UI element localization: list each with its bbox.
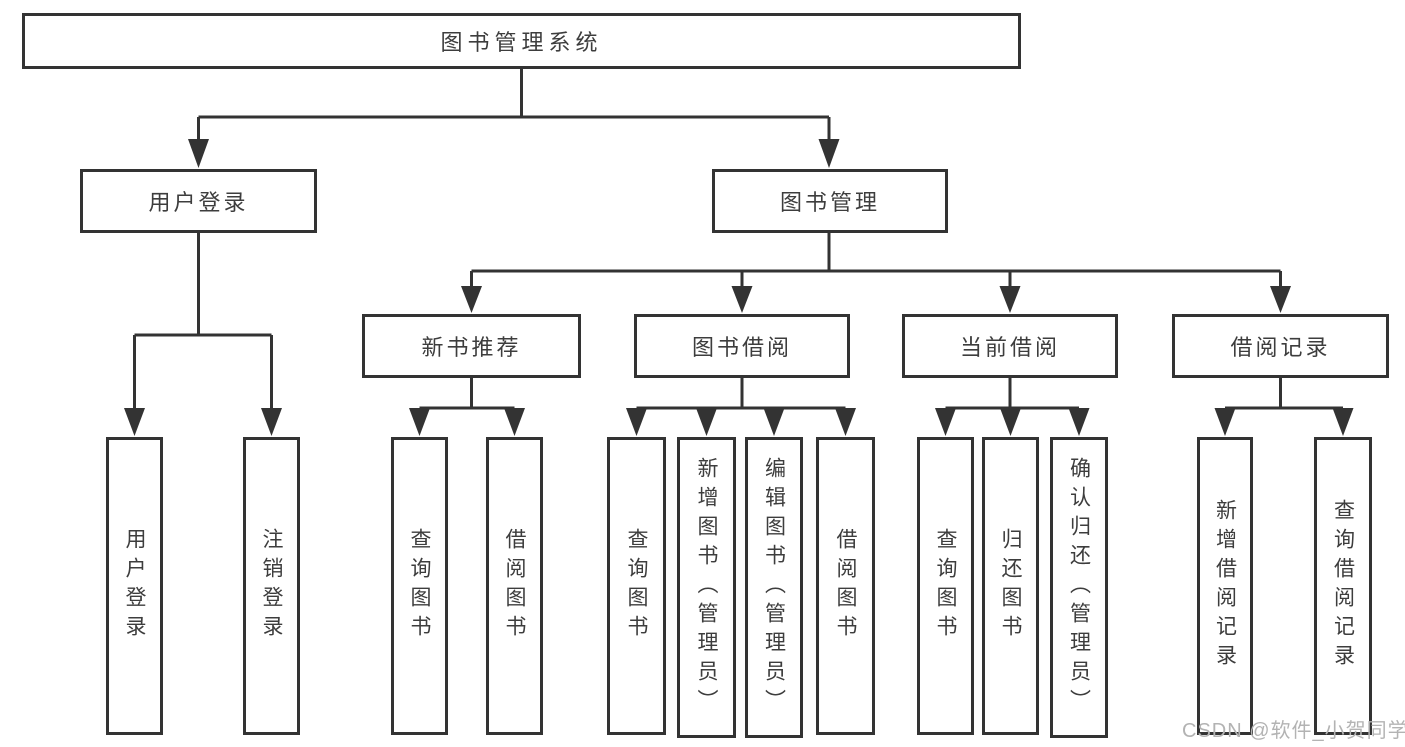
node-root: 图书管理系统 xyxy=(22,13,1021,69)
arrow-icon xyxy=(461,286,482,313)
leaf-label: 新增借阅记录 xyxy=(1213,499,1237,673)
node-book-borrowing: 图书借阅 xyxy=(634,314,850,378)
leaf-label: 用户登录 xyxy=(123,528,147,644)
arrow-icon xyxy=(626,408,647,436)
leaf-label: 查询图书 xyxy=(408,528,432,644)
leaf-label: 确认归还（管理员） xyxy=(1067,457,1091,718)
node-new-book-rec: 新书推荐 xyxy=(362,314,581,378)
node-leaf-logout: 注销登录 xyxy=(243,437,300,735)
arrow-icon xyxy=(696,408,717,436)
arrowheads xyxy=(124,139,1354,436)
leaf-label: 查询借阅记录 xyxy=(1331,499,1355,673)
node-current-borrowing: 当前借阅 xyxy=(902,314,1118,378)
leaf-label: 注销登录 xyxy=(260,528,284,644)
leaf-label: 查询图书 xyxy=(934,528,958,644)
arrow-icon xyxy=(1270,286,1291,313)
connector-book-management-to-level3 xyxy=(470,233,1282,288)
node-leaf-add-record: 新增借阅记录 xyxy=(1197,437,1253,735)
leaf-label: 借阅图书 xyxy=(834,528,858,644)
connector-borrowing-records-to-leaves xyxy=(1223,378,1345,413)
arrow-icon xyxy=(1000,408,1021,436)
arrow-icon xyxy=(999,286,1021,313)
node-leaf-query-books-a: 查询图书 xyxy=(391,437,448,735)
arrow-icon xyxy=(935,408,956,436)
leaf-label: 查询图书 xyxy=(625,528,649,644)
node-book-management: 图书管理 xyxy=(712,169,948,233)
arrow-icon xyxy=(504,408,525,436)
leaf-label: 归还图书 xyxy=(999,528,1023,644)
node-leaf-borrow-books-a: 借阅图书 xyxy=(486,437,543,735)
arrow-icon xyxy=(188,139,209,168)
node-leaf-confirm-return: 确认归还（管理员） xyxy=(1050,437,1108,738)
watermark: CSDN @软件_小贺同学 xyxy=(1182,720,1405,742)
connector-user-login-to-leaves xyxy=(133,233,273,410)
connector-lines xyxy=(133,69,1345,413)
node-leaf-query-books-c: 查询图书 xyxy=(917,437,974,735)
connector-new-book-rec-to-leaves xyxy=(418,378,516,413)
connector-current-borrowing-to-leaves xyxy=(944,378,1081,413)
node-leaf-query-record: 查询借阅记录 xyxy=(1314,437,1372,735)
node-leaf-borrow-books-b: 借阅图书 xyxy=(816,437,875,735)
node-leaf-add-books: 新增图书（管理员） xyxy=(677,437,736,738)
arrow-icon xyxy=(1332,408,1354,436)
arrow-icon xyxy=(1214,408,1236,436)
leaf-label: 编辑图书（管理员） xyxy=(762,457,786,718)
node-leaf-return-books: 归还图书 xyxy=(982,437,1039,735)
arrow-icon xyxy=(835,408,856,436)
node-leaf-user-login: 用户登录 xyxy=(106,437,163,735)
arrow-icon xyxy=(818,139,840,168)
node-leaf-edit-books: 编辑图书（管理员） xyxy=(745,437,803,738)
arrow-icon xyxy=(763,408,785,436)
arrow-icon xyxy=(124,408,145,436)
arrow-icon xyxy=(1068,408,1090,436)
leaf-label: 新增图书（管理员） xyxy=(695,457,719,718)
node-leaf-query-books-b: 查询图书 xyxy=(607,437,666,735)
arrow-icon xyxy=(731,286,753,313)
leaf-label: 借阅图书 xyxy=(503,528,527,644)
arrow-icon xyxy=(261,408,282,436)
node-borrowing-records: 借阅记录 xyxy=(1172,314,1389,378)
connector-book-borrowing-to-leaves xyxy=(635,378,847,413)
node-user-login: 用户登录 xyxy=(80,169,317,233)
connector-root-to-level2 xyxy=(197,69,831,142)
arrow-icon xyxy=(409,408,430,436)
